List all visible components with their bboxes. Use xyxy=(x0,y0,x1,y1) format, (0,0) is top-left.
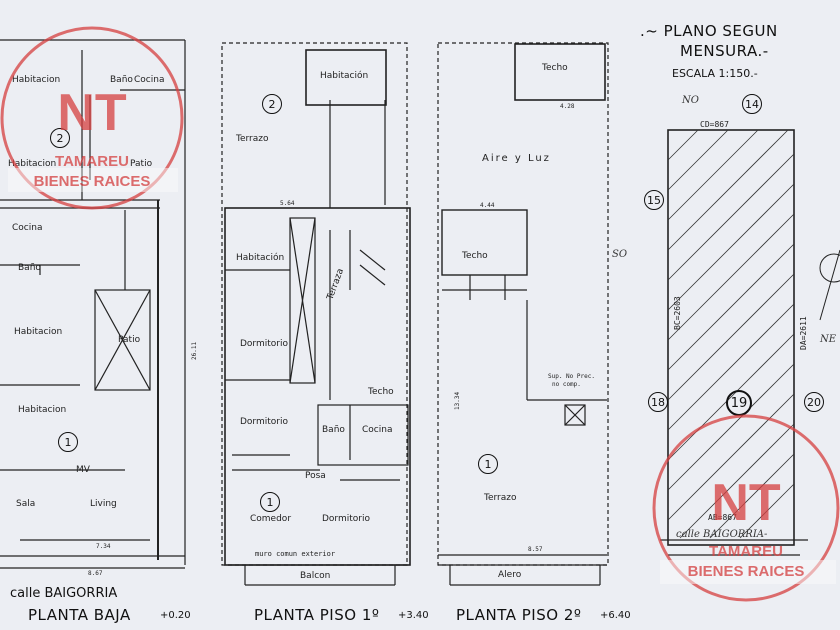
dim-564: 5.64 xyxy=(280,200,295,207)
lot-neighbor-15: 15 xyxy=(644,190,664,210)
unit-1-marker-p1: 1 xyxy=(260,492,280,512)
room-habitacion-p1: Habitación xyxy=(236,253,285,263)
lot-side-left-dim: BC=2603 xyxy=(673,296,682,330)
room-bano-p1: Baño xyxy=(322,425,345,435)
room-habitacion-mid: Habitacion xyxy=(14,327,63,337)
room-cocina: Cocina xyxy=(12,223,43,233)
note-no-comp: no comp. xyxy=(552,381,581,388)
note-sup-no-prec: Sup. No Prec. xyxy=(548,373,595,380)
room-balcon: Balcon xyxy=(300,571,331,581)
title-planta-piso2: PLANTA PISO 2º xyxy=(456,606,582,624)
lot-front-dim: AB=867 xyxy=(708,513,737,522)
level-planta-piso1: +3.40 xyxy=(398,610,429,621)
orientation-ne: NE xyxy=(820,334,837,345)
lot-number: 19 xyxy=(726,390,752,416)
label-alero: Alero xyxy=(498,570,522,580)
dim-1334: 13.34 xyxy=(454,391,461,410)
dim-428: 4.28 xyxy=(560,103,575,110)
neighbor-top-lot: 14 xyxy=(742,94,762,114)
lot-street: calle BAIGORRIA- xyxy=(676,529,768,540)
neighbor-top-dim: CD=867 xyxy=(700,120,729,129)
level-planta-baja: +0.20 xyxy=(160,610,191,621)
lot-side-right-dim: DA=2611 xyxy=(799,316,808,350)
label-terrazo-p2: Terrazo xyxy=(484,493,517,503)
room-dormitorio-2: Dormitorio xyxy=(240,417,288,427)
room-cocina-p1: Cocina xyxy=(362,425,393,435)
room-habitacion-low: Habitacion xyxy=(18,405,67,415)
dim-2611: 26.11 xyxy=(191,341,198,360)
label-techo-p2: Techo xyxy=(462,251,488,261)
unit-1-marker-p2: 1 xyxy=(478,454,498,474)
neighbor-top-prefix: NO xyxy=(682,95,699,106)
title-planta-piso1: PLANTA PISO 1º xyxy=(254,606,380,624)
scale-label: ESCALA 1:150.- xyxy=(672,67,758,80)
room-comedor: Comedor xyxy=(250,514,292,524)
lot-neighbor-20: 20 xyxy=(804,392,824,412)
level-planta-piso2: +6.40 xyxy=(600,610,631,621)
room-dormitorio-3: Dormitorio xyxy=(322,514,370,524)
label-aire-luz: Aire y Luz xyxy=(482,153,551,164)
orientation-so: SO xyxy=(612,249,628,260)
plan-title-line2: MENSURA.- xyxy=(680,42,769,60)
label-muro-comun: muro comun exterior xyxy=(255,550,336,558)
room-dormitorio-1: Dormitorio xyxy=(240,339,288,349)
dim-734: 7.34 xyxy=(96,543,111,550)
lot-neighbor-18: 18 xyxy=(648,392,668,412)
room-habitacion-2: Habitacion xyxy=(8,159,57,169)
unit-2-marker-p1: 2 xyxy=(262,94,282,114)
room-posa-p1: Posa xyxy=(305,471,326,481)
plan-title-line1: .~ PLANO SEGUN xyxy=(640,22,778,40)
room-cocina-top: Cocina xyxy=(134,75,165,85)
unit-2-marker-baja: 2 xyxy=(50,128,70,148)
street-baigorria: calle BAIGORRIA xyxy=(10,586,118,601)
room-bano: Baño xyxy=(18,263,41,273)
room-habitacion-top-p1: Habitación xyxy=(320,71,369,81)
dim-444: 4.44 xyxy=(480,202,495,209)
room-living: Living xyxy=(90,499,117,509)
dim-857: 8.57 xyxy=(528,546,543,553)
label-techo-p1: Techo xyxy=(368,387,394,397)
label-techo-top-p2: Techo xyxy=(542,63,568,73)
dim-867: 8.67 xyxy=(88,570,103,577)
room-bano-top: Baño xyxy=(110,75,133,85)
room-habitacion-top: Habitacion xyxy=(12,75,61,85)
title-planta-baja: PLANTA BAJA xyxy=(28,606,131,624)
room-patio: Patio xyxy=(118,335,141,345)
room-terrazo-p1: Terrazo xyxy=(236,134,269,144)
room-sala: Sala xyxy=(16,499,36,509)
label-mv: MV xyxy=(76,465,90,475)
unit-1-marker-baja: 1 xyxy=(58,432,78,452)
room-patio-top: Patio xyxy=(130,159,153,169)
